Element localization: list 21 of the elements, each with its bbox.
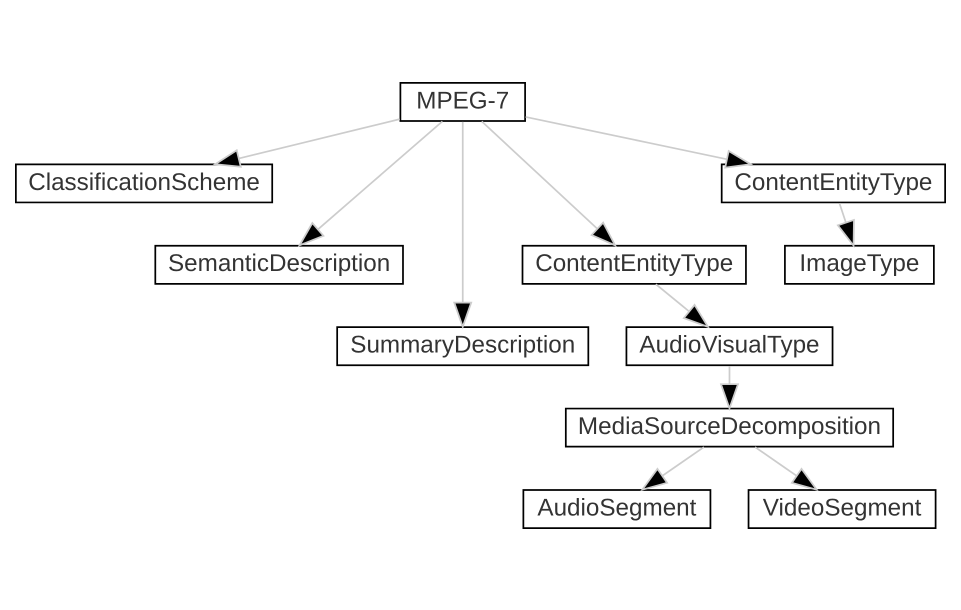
node-box: ContentEntityType: [720, 162, 946, 203]
arrow: [754, 446, 819, 491]
node-box: SemanticDescription: [154, 244, 404, 284]
node-box: ImageType: [784, 244, 935, 284]
arrow: [836, 202, 855, 248]
node-box: SummaryDescription: [336, 326, 590, 366]
arrow: [720, 366, 740, 411]
node-box: MPEG-7: [400, 82, 526, 122]
node-box: VideoSegment: [748, 488, 936, 528]
arrow: [525, 116, 754, 168]
node-box: AudioSegment: [522, 488, 712, 528]
node-box: MediaSourceDecomposition: [564, 407, 894, 448]
arrow: [298, 120, 443, 247]
arrow: [655, 283, 710, 328]
node-box: ClassificationScheme: [15, 162, 274, 203]
node-box: ContentEntityType: [522, 244, 747, 284]
node-box: AudioVisualType: [626, 326, 834, 366]
arrow: [481, 120, 618, 247]
arrow: [453, 121, 472, 329]
arrow: [640, 446, 704, 491]
arrow: [212, 118, 400, 168]
